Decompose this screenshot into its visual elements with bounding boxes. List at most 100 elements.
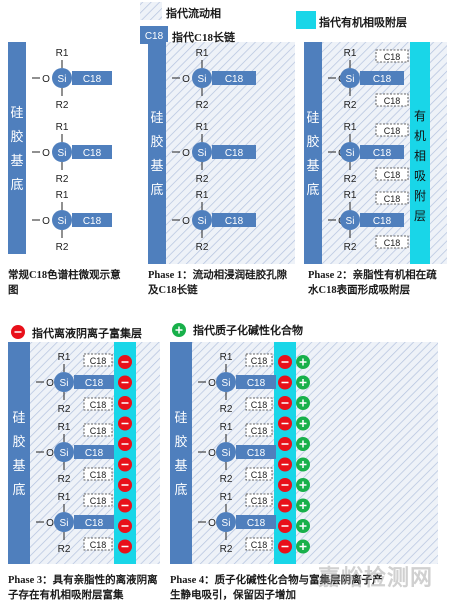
panel-0-group-1-si-label: Si [58,148,67,159]
panel-1-substrate-char: 底 [150,182,163,197]
panel-2-group-1-r2-label: R2 [344,174,357,185]
panel-1-substrate-char: 基 [150,158,163,173]
panel-0-group-1-c18-label: C18 [83,148,102,159]
panel-2-group-1-c18-label: C18 [373,148,392,159]
panel-4-group-1-c18-chain [236,445,276,459]
panel-3-group-2-c18-dashed [83,537,113,551]
panel-2-group-0-c18-dashed [375,93,409,107]
panel-2-group-1-c18-dashed [375,167,409,181]
caption-panel-4: Phase 4：质子化碱性化合物与富集层阴离子产生静电吸引，保留因子增加 [170,575,383,601]
panel-3-group-1-si-atom [54,442,74,462]
panel-0-group-0-r1-label: R1 [56,48,69,59]
legend-c18-swatch [140,26,168,44]
panel-1-group-0-oxygen: O [182,74,190,85]
panel-2-adsorbed-char: 有 [414,109,426,123]
panel-4-group-1-c18-dashed [245,423,273,437]
panel-2-group-0-c18-label: C18 [373,74,392,85]
panel-0-group-2-si-atom [52,210,72,230]
panel-0-substrate-char: 硅 [10,105,23,120]
panel-0-group-1-r2-label: R2 [56,174,69,185]
panel-4-group-2-c18-chain [236,515,276,529]
panel-4-substrate [170,342,192,564]
watermark: 嘉峪检测网 [318,566,434,591]
panel-0-group-1-r1-label: R1 [56,122,69,133]
panel-3-group-2-c18-dashed [83,493,113,507]
panel-2-group-2-c18-dashed-label: C18 [384,194,401,204]
panel-3-group-2-oxygen: O [46,518,54,529]
panel-2-group-1-r1-label: R1 [344,122,357,133]
legend-mobile-phase-label: 指代流动相 [166,8,221,20]
legend-adsorbed-layer-label: 指代有机相吸附层 [319,17,407,29]
panel-2-group-0-c18-dashed-label: C18 [384,52,401,62]
panel-1-group-2-c18-label: C18 [225,216,244,227]
panel-2-adsorbed-char: 附 [414,189,426,203]
panel-0-group-0-oxygen: O [42,74,50,85]
panel-4-group-2-c18-dashed-label: C18 [251,540,268,550]
panel-1-group-0-r2-label: R2 [196,100,209,111]
panel-1-group-0-si-label: Si [198,74,207,85]
panel-3-group-0-r2-label: R2 [58,404,71,415]
panel-4-group-1-r2-label: R2 [220,474,233,485]
panel-3-group-0-c18-label: C18 [85,378,104,389]
panel-2-group-0-c18-chain [360,71,404,85]
panel-0-group-2-c18-label: C18 [83,216,102,227]
panel-3-substrate-char: 底 [12,482,25,497]
panel-3-group-0-c18-dashed-label: C18 [90,356,107,366]
panel-3-group-1-c18-chain [74,445,114,459]
panel-2-group-0-r2-label: R2 [344,100,357,111]
legend-c18-swatch-label: C18 [145,31,164,42]
panel-3-group-0-c18-dashed [83,397,113,411]
caption-panel-0: 常规C18色谱柱微观示意图 [8,270,121,296]
panel-0-group-0-si-atom [52,68,72,88]
panel-3-group-2-c18-dashed-label: C18 [90,540,107,550]
panel-2-group-0-si-atom [340,68,360,88]
panel-0-group-1-si-atom [52,142,72,162]
legend-anion-layer-label: 指代离液阴离子富集层 [32,328,142,340]
panel-3-group-2-si-label: Si [60,518,69,529]
panel-2-group-1-c18-dashed-label: C18 [384,170,401,180]
panel-4-group-0-c18-label: C18 [247,378,266,389]
panel-2-group-0-r1-label: R1 [344,48,357,59]
panel-2-adsorbed-char: 层 [414,209,426,223]
panel-3-group-0-c18-dashed-label: C18 [90,400,107,410]
panel-1-group-2-si-atom [192,210,212,230]
panel-2-group-2-c18-label: C18 [373,216,392,227]
panel-4-group-1-c18-label: C18 [247,448,266,459]
panel-3-group-2-c18-dashed-label: C18 [90,496,107,506]
legend-proton-compound-label: 指代质子化碱性化合物 [193,325,303,337]
legend-c18-chain-label: 指代C18长链 [172,32,235,44]
panel-4-group-0-si-label: Si [222,378,231,389]
panel-4-group-0-c18-dashed-label: C18 [251,400,268,410]
panel-3-group-0-c18-dashed [83,353,113,367]
panel-3-group-1-c18-dashed [83,423,113,437]
panel-3-group-1-oxygen: O [46,448,54,459]
panel-3-group-1-c18-dashed [83,467,113,481]
panel-4-group-1-c18-dashed-label: C18 [251,426,268,436]
panel-3-group-0-oxygen: O [46,378,54,389]
panel-0-group-2-c18-chain [72,213,112,227]
panel-4-group-0-r1-label: R1 [220,352,233,363]
caption-panel-2: Phase 2：亲脂性有机相在疏水C18表面形成吸附层 [308,270,437,296]
panel-4-group-0-oxygen: O [208,378,216,389]
panel-2-group-2-c18-dashed [375,235,409,249]
panel-4-group-2-c18-dashed [245,493,273,507]
panel-2-group-2-c18-dashed [375,191,409,205]
panel-4-group-2-r2-label: R2 [220,544,233,555]
panel-0-substrate-char: 胶 [10,129,23,144]
panel-2-group-2-c18-chain [360,213,404,227]
legend-mobile-phase-swatch [140,2,162,20]
panel-3-substrate-char: 硅 [12,410,25,425]
panel-2-substrate-char: 基 [306,158,319,173]
panel-2-group-1-si-atom [340,142,360,162]
panel-2-group-0-c18-dashed [375,49,409,63]
panel-2-group-2-r1-label: R1 [344,190,357,201]
panel-4-substrate-char: 基 [174,458,187,473]
panel-1-group-2-oxygen: O [182,216,190,227]
panel-4-group-0-si-atom [216,372,236,392]
panel-4-group-1-c18-dashed [245,467,273,481]
panel-3-substrate [8,342,30,564]
panel-0-group-0-si-label: Si [58,74,67,85]
panel-1-group-0-r1-label: R1 [196,48,209,59]
